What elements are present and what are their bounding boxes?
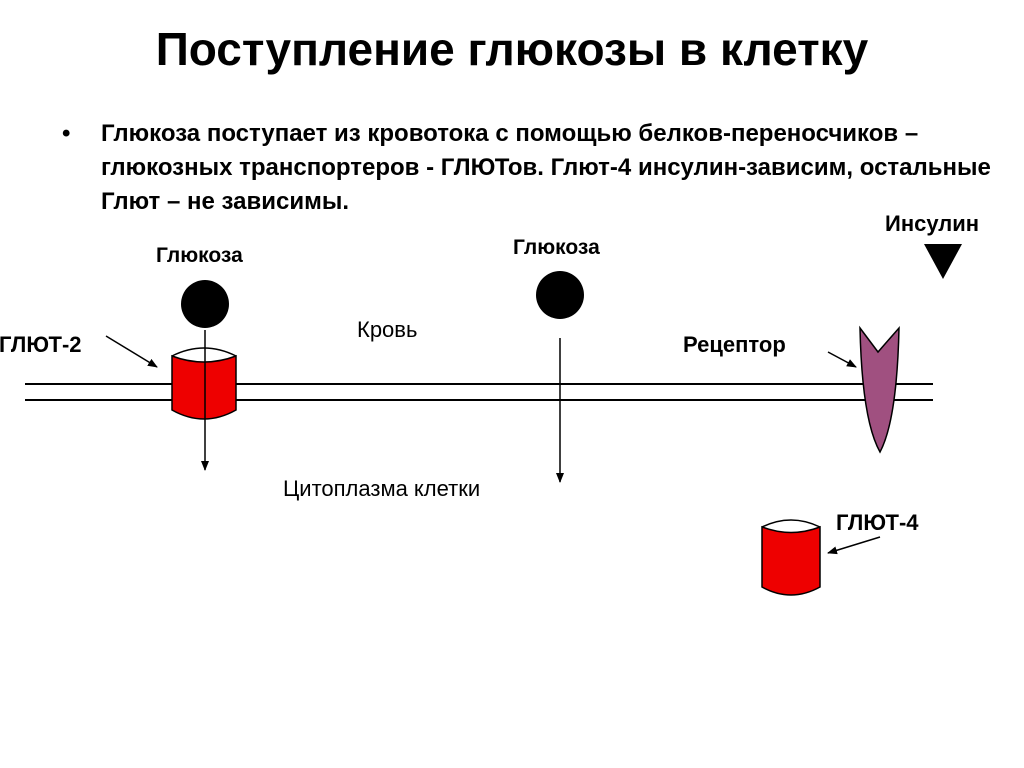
insulin-molecule: [924, 244, 962, 279]
receptor-pointer-arrow: [827, 351, 857, 368]
glut4-transporter: [761, 519, 821, 596]
bullet-marker: •: [62, 120, 71, 147]
insulin-label: Инсулин: [885, 211, 980, 236]
cytoplasm-label: Цитоплазма клетки: [283, 476, 481, 501]
glut2-transporter: [171, 347, 237, 420]
glucose-label-right: Глюкоза: [513, 236, 600, 259]
glut2-label: ГЛЮТ-2: [0, 332, 82, 357]
glut4-label: ГЛЮТ-4: [836, 510, 919, 535]
glucose-molecule-right: [536, 271, 584, 319]
bullet-text: Глюкоза поступает из кровотока с помощью…: [101, 120, 991, 215]
receptor-label: Рецептор: [683, 332, 786, 357]
blood-label: Кровь: [357, 317, 418, 342]
glucose-label-left: Глюкоза: [156, 244, 243, 267]
insulin-receptor: [859, 325, 900, 454]
slide-title: Поступление глюкозы в клетку: [155, 23, 869, 75]
glut2-pointer-arrow: [105, 335, 158, 368]
glucose-molecule-left: [181, 280, 229, 328]
glut4-pointer-arrow: [827, 536, 881, 555]
